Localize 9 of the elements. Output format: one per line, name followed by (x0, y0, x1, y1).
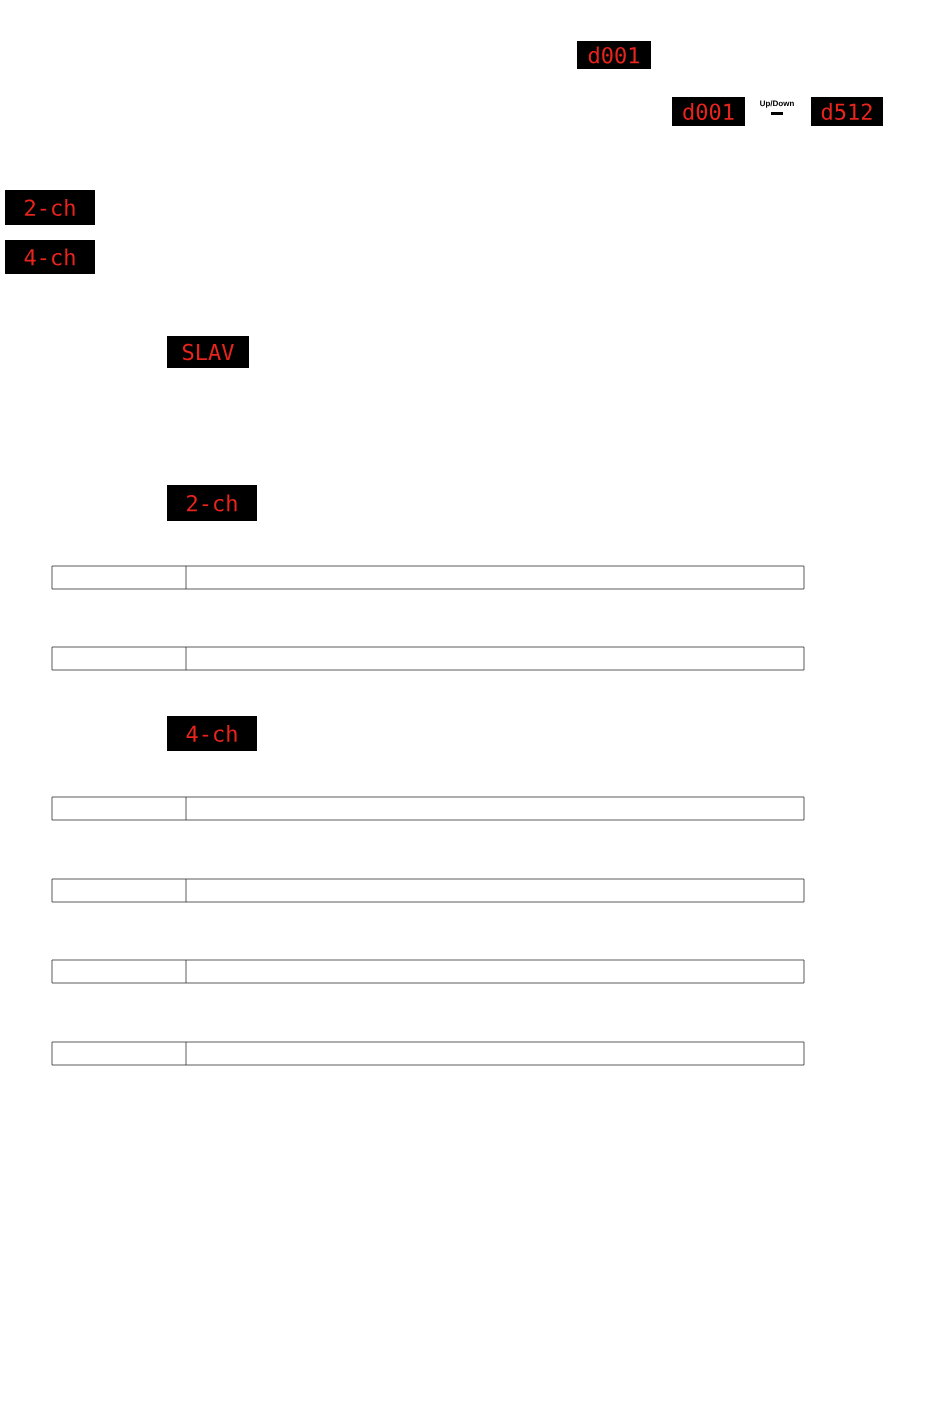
led-display: 2-ch (5, 190, 95, 225)
led-display: 4-ch (167, 716, 257, 751)
led-display: d001 (672, 97, 745, 126)
led-display: d512 (811, 97, 883, 126)
led-display: 4-ch (5, 240, 95, 274)
led-display: 2-ch (167, 485, 257, 521)
button-label: Up/Down (760, 100, 794, 108)
led-display: SLAV (167, 336, 249, 368)
led-display: d001 (577, 41, 651, 69)
